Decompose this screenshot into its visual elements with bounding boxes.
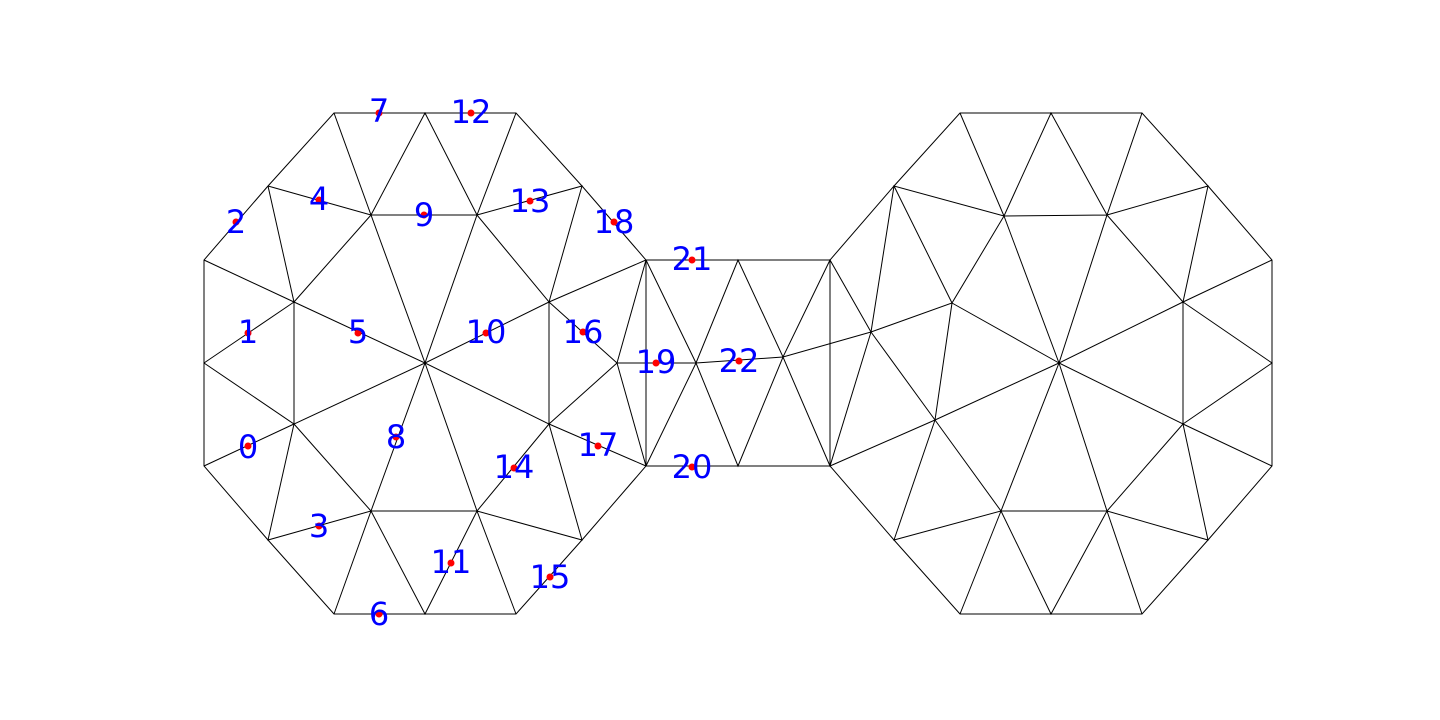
marker-point-14: [510, 464, 518, 472]
marker-point-15: [546, 573, 554, 581]
node-label-7: 7: [369, 92, 389, 130]
marker-point-20: [688, 463, 696, 471]
marker-point-12: [467, 109, 475, 117]
node-label-16: 16: [563, 313, 604, 351]
marker-point-10: [482, 329, 490, 337]
marker-point-11: [447, 559, 455, 567]
node-label-10: 10: [466, 313, 507, 351]
marker-point-21: [688, 256, 696, 264]
node-labels: 0 1 2 3 4 5 6 7 8 9 10 11 12 13 14 15 16…: [226, 92, 760, 633]
node-label-19: 19: [636, 343, 677, 381]
node-label-2: 2: [226, 203, 246, 241]
marker-point-3: [315, 522, 323, 530]
marker-point-5: [354, 329, 362, 337]
node-label-13: 13: [510, 182, 551, 220]
marker-point-7: [375, 109, 383, 117]
node-label-5: 5: [348, 313, 368, 351]
marker-point-0: [244, 442, 252, 450]
node-label-12: 12: [451, 93, 492, 131]
node-label-9: 9: [414, 196, 434, 234]
marker-point-6: [375, 610, 383, 618]
node-label-20: 20: [672, 448, 713, 486]
marker-point-22: [735, 357, 743, 365]
left-mesh-edges: [203, 111, 647, 616]
node-label-1: 1: [238, 313, 258, 351]
marker-point-13: [526, 197, 534, 205]
marker-point-18: [610, 218, 618, 226]
node-label-17: 17: [578, 426, 619, 464]
marker-point-4: [315, 196, 323, 204]
marker-point-19: [652, 359, 660, 367]
marker-point-9: [420, 211, 428, 219]
marker-point-1: [244, 329, 252, 337]
node-label-11: 11: [431, 543, 472, 581]
node-label-21: 21: [672, 240, 713, 278]
right-mesh-edges: [829, 111, 1273, 616]
marker-points: [232, 109, 743, 618]
node-label-14: 14: [494, 448, 535, 486]
node-label-3: 3: [309, 507, 329, 545]
node-label-0: 0: [238, 428, 258, 466]
marker-point-2: [232, 218, 240, 226]
node-label-22: 22: [719, 342, 760, 380]
marker-point-16: [579, 328, 587, 336]
marker-point-8: [392, 433, 400, 441]
node-label-18: 18: [594, 203, 635, 241]
node-label-6: 6: [369, 595, 389, 633]
marker-point-17: [594, 442, 602, 450]
node-label-15: 15: [530, 558, 571, 596]
node-label-8: 8: [386, 418, 406, 456]
node-label-4: 4: [309, 180, 329, 218]
